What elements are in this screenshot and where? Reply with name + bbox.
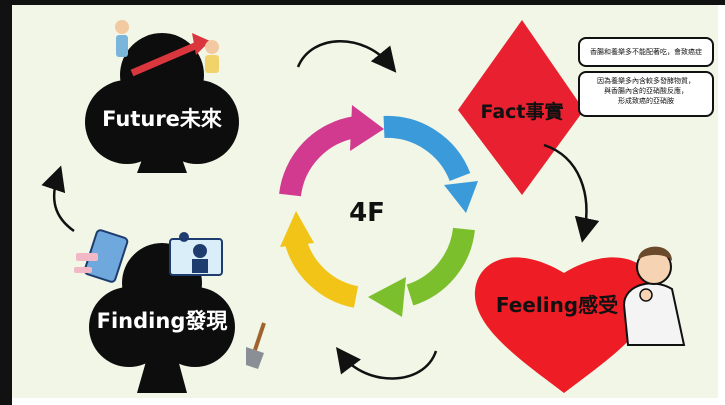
arrow-fact-to-feeling <box>543 143 600 243</box>
arrow-future-to-fact <box>296 40 397 73</box>
fact-bubble-top-text: 香腸和養樂多不能配著吃，會致癌症 <box>590 48 702 56</box>
arrow-feeling-to-finding <box>335 347 438 380</box>
fact-bubble-line-3: 形成致癌的亞硝胺 <box>618 97 674 105</box>
center-label: 4F <box>349 198 385 228</box>
monitor-icon <box>169 232 223 276</box>
finding-club-shape <box>89 243 235 393</box>
cycle-arrow-blue-head <box>444 181 478 213</box>
cycle-arrow-green <box>406 227 475 306</box>
fact-bubble-top: 香腸和養樂多不能配著吃，會致癌症 <box>578 37 714 67</box>
cycle-arrow-yellow-head <box>280 211 314 247</box>
fact-bubble-line-2: 與香腸內含的亞硝酸反應， <box>604 87 688 95</box>
diagram-canvas: 4F Future未來 Fact事實 Feeling感受 Finding發現 香… <box>12 5 718 398</box>
growth-arrow-icon <box>115 20 219 77</box>
future-label: Future未來 <box>102 107 222 131</box>
feeling-heart-shape <box>474 257 655 393</box>
fact-diamond-shape <box>458 20 584 195</box>
cycle-arrow-magenta-head <box>350 105 384 151</box>
phone-icon <box>74 229 129 283</box>
cycle-arrow-green-head <box>368 277 406 317</box>
cycle-arrow-blue <box>383 115 471 182</box>
diagram-art <box>41 20 686 393</box>
top-border <box>0 0 725 5</box>
thinking-person-icon <box>622 246 686 346</box>
cycle-arrows <box>279 105 478 317</box>
cycle-arrow-magenta <box>279 116 359 197</box>
fact-label: Fact事實 <box>480 101 564 123</box>
arrow-finding-to-future <box>41 165 75 233</box>
fact-bubble-bottom: 因為養樂多內含較多發酵物質， 與香腸內含的亞硝酸反應， 形成致癌的亞硝胺 <box>578 71 714 117</box>
fact-bubble-line-1: 因為養樂多內含較多發酵物質， <box>597 77 695 85</box>
feeling-label: Feeling感受 <box>495 293 619 317</box>
cycle-arrow-yellow <box>285 239 359 308</box>
finding-label: Finding發現 <box>96 309 228 333</box>
left-border <box>0 0 12 405</box>
shovel-icon <box>246 322 266 369</box>
